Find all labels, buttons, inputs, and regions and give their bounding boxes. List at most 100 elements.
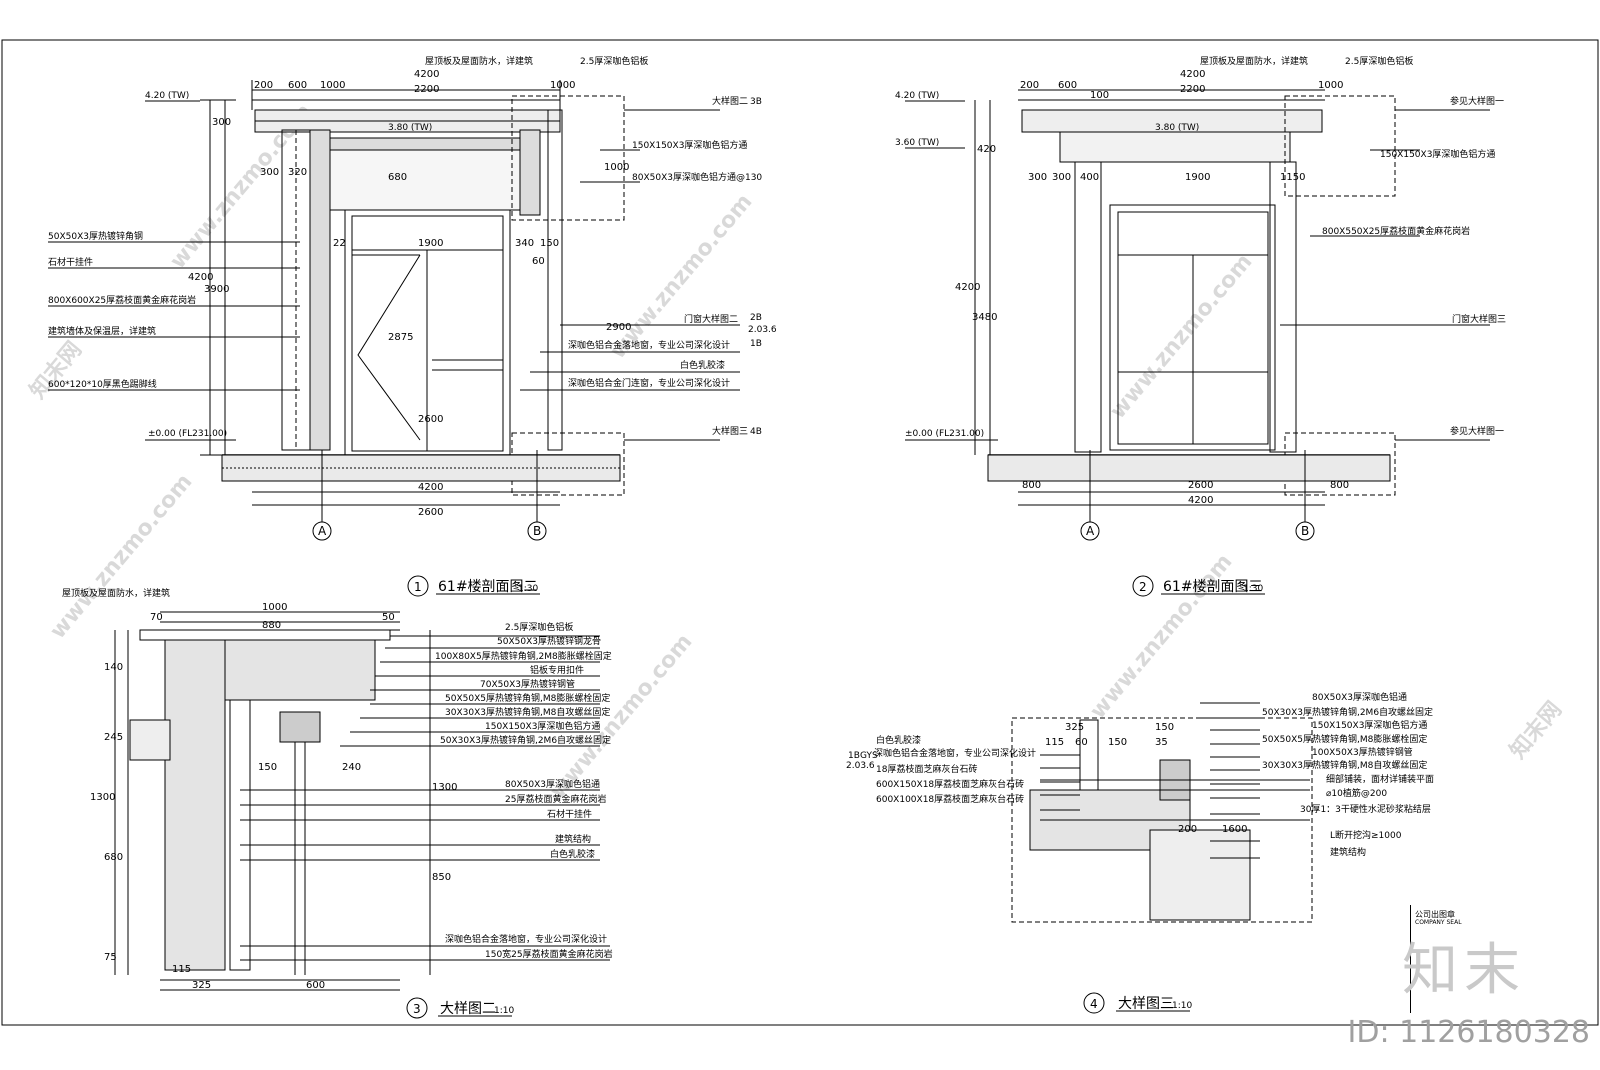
callout-label: 参见大样图一 bbox=[1450, 95, 1504, 107]
elevation-tw: 4.20 (TW) bbox=[895, 91, 939, 101]
callout-label: 50X30X3厚热镀锌角钢,2M6自攻螺丝固定 bbox=[440, 734, 611, 746]
axis-label-a: A bbox=[1086, 524, 1095, 538]
company-seal-box: 公司出图章 COMPANY SEAL bbox=[1410, 905, 1589, 1013]
callout-label: 建筑结构 bbox=[555, 833, 591, 845]
elevation-mid: 3.60 (TW) bbox=[895, 138, 939, 148]
callout-label: 150X150X3厚深咖色铝方通 bbox=[1380, 148, 1495, 160]
callout-label: 70X50X3厚热镀锌钢管 bbox=[480, 678, 575, 690]
dim: 150 bbox=[1108, 737, 1127, 748]
section-number: 4 bbox=[1090, 997, 1098, 1011]
dim: 60 bbox=[1075, 737, 1088, 748]
ref-code: 2.03.6 bbox=[846, 761, 875, 771]
callout-label: 建筑结构 bbox=[1330, 846, 1366, 858]
ref-label: 大样图二 bbox=[712, 95, 748, 107]
callout-label: 铝板专用扣件 bbox=[530, 664, 584, 676]
callout-label: 50X50X3厚热镀锌角钢 bbox=[48, 230, 143, 242]
callout-label: 800X550X25厚荔枝面黄金麻花岗岩 bbox=[1322, 225, 1470, 237]
callout-label: 深咖色铝合金落地窗，专业公司深化设计 bbox=[874, 747, 1036, 759]
dim: 420 bbox=[977, 144, 996, 155]
dim: 2600 bbox=[418, 414, 443, 425]
callout-label: 50X50X3厚热镀锌钢龙骨 bbox=[497, 635, 601, 647]
dim: 880 bbox=[262, 620, 281, 631]
dim: 2600 bbox=[418, 507, 443, 518]
dim: 70 bbox=[150, 612, 163, 623]
dim: 50 bbox=[382, 612, 395, 623]
dim: 4200 bbox=[1188, 495, 1213, 506]
watermark-text: www.znzmo.com bbox=[605, 189, 757, 363]
section-3-drawing bbox=[905, 89, 1490, 541]
dim: 200 bbox=[254, 80, 273, 91]
dim: 1300 bbox=[432, 782, 457, 793]
section-scale: 1:10 bbox=[1172, 1001, 1192, 1011]
dim: 2200 bbox=[1180, 84, 1205, 95]
dim: 1000 bbox=[262, 602, 287, 613]
callout-label: 参见大样图一 bbox=[1450, 425, 1504, 437]
callout-label: 150X150X3厚深咖色铝方通 bbox=[1312, 719, 1427, 731]
callout-label: 门窗大样图三 bbox=[1452, 313, 1506, 325]
dim: 115 bbox=[172, 964, 191, 975]
dim: 2200 bbox=[414, 84, 439, 95]
aluminum-panel-label: 2.5厚深咖色铝板 bbox=[580, 55, 648, 67]
callout-label: 800X600X25厚荔枝面黄金麻花岗岩 bbox=[48, 294, 196, 306]
sheet-border bbox=[1, 39, 1599, 1026]
dim: 4200 bbox=[1180, 69, 1205, 80]
section-number: 3 bbox=[413, 1002, 421, 1016]
section-number: 1 bbox=[414, 580, 422, 594]
dim: 300 bbox=[1028, 172, 1047, 183]
dim: 300 bbox=[1052, 172, 1071, 183]
section-3-texts: 屋顶板及屋面防水，详建筑 2.5厚深咖色铝板 200 600 100 4200 … bbox=[895, 55, 1506, 597]
dim: 2900 bbox=[606, 322, 631, 333]
ref-code: GYS bbox=[860, 751, 878, 761]
callout-label: 600*120*10厚黑色踢脚线 bbox=[48, 378, 157, 390]
callout-label: 600X150X18厚荔枝面芝麻灰台石砖 bbox=[876, 778, 1024, 790]
callout-label: 18厚荔枝面芝麻灰台石砖 bbox=[876, 763, 977, 775]
roof-note: 屋顶板及屋面防水，详建筑 bbox=[1200, 55, 1308, 67]
dim: 600 bbox=[306, 980, 325, 991]
callout-label: 深咖色铝合金门连窗，专业公司深化设计 bbox=[568, 377, 730, 389]
dim: 100 bbox=[1090, 90, 1109, 101]
callout-label: ⌀10植筋@200 bbox=[1326, 787, 1387, 799]
callout-label: 建筑墙体及保温层，详建筑 bbox=[48, 325, 156, 337]
dim: 75 bbox=[104, 952, 117, 963]
axis-label-b: B bbox=[1301, 524, 1309, 538]
section-2-drawing bbox=[48, 80, 740, 541]
dim: 245 bbox=[104, 732, 123, 743]
dim: 325 bbox=[1065, 722, 1084, 733]
dim: 115 bbox=[1045, 737, 1064, 748]
callout-label: 80X50X3厚深咖色铝通 bbox=[1312, 691, 1407, 703]
image-id: ID: 1126180328 bbox=[1347, 1015, 1590, 1050]
watermark-text: 知末网 bbox=[25, 337, 87, 404]
dim: 60 bbox=[532, 256, 545, 267]
callout-label: 2.5厚深咖色铝板 bbox=[505, 621, 573, 633]
section-title: 61#楼剖面图三 bbox=[1163, 579, 1263, 595]
dim: 300 bbox=[212, 117, 231, 128]
detail-2-texts: 屋顶板及屋面防水，详建筑 1000 70 880 50 140 245 1300… bbox=[62, 587, 613, 1019]
dim: 850 bbox=[432, 872, 451, 883]
dim: 150 bbox=[540, 238, 559, 249]
dim: 600 bbox=[288, 80, 307, 91]
ref-code: 4B bbox=[750, 427, 762, 437]
dim: 1900 bbox=[418, 238, 443, 249]
dim: 22 bbox=[333, 238, 346, 249]
seal-title-cn: 公司出图章 bbox=[1415, 910, 1455, 919]
dim: 200 bbox=[1178, 824, 1197, 835]
callout-label: 深咖色铝合金落地窗，专业公司深化设计 bbox=[568, 339, 730, 351]
watermark-text: www.znzmo.com bbox=[1085, 549, 1237, 723]
dim: 2600 bbox=[1188, 480, 1213, 491]
callout-label: 30X30X3厚热镀锌角钢,M8自攻螺丝固定 bbox=[445, 706, 610, 718]
dim: 1000 bbox=[550, 80, 575, 91]
elevation-mid: 3.80 (TW) bbox=[388, 123, 432, 133]
dim: 800 bbox=[1330, 480, 1349, 491]
dim: 800 bbox=[1022, 480, 1041, 491]
ref-label: 大样图三 bbox=[712, 425, 748, 437]
elevation-mid2: 3.80 (TW) bbox=[1155, 123, 1199, 133]
dim: 3480 bbox=[972, 312, 997, 323]
callout-label: 细部铺装，面材详铺装平面 bbox=[1326, 773, 1434, 785]
dim: 1150 bbox=[1280, 172, 1305, 183]
dim: 1900 bbox=[1185, 172, 1210, 183]
ref-code: 3B bbox=[750, 97, 762, 107]
callout-label: 80X50X3厚深咖色铝通 bbox=[505, 778, 600, 790]
detail-3-texts: 白色乳胶漆 深咖色铝合金落地窗，专业公司深化设计 18厚荔枝面芝麻灰台石砖 60… bbox=[846, 691, 1434, 1014]
detail-2-drawing bbox=[114, 611, 610, 991]
dim: 1000 bbox=[320, 80, 345, 91]
